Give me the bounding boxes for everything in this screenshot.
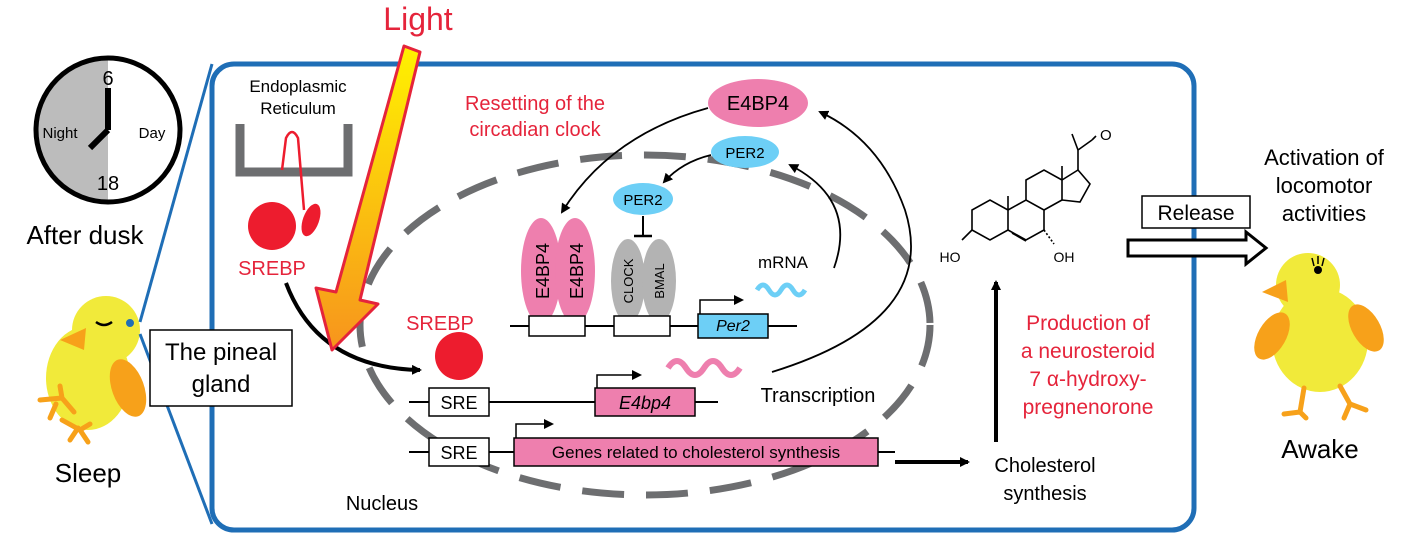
clock-protein [611,239,645,323]
clock-minute-hand [87,127,111,151]
bmal-protein-label: BMAL [652,263,667,298]
per2-translation-arrow [788,164,842,269]
sre-box-2 [428,437,490,467]
cholesterol-line1: Cholesterol [994,455,1095,477]
nuclear-srebp-protein [435,332,483,380]
activation-line1: Activation of [1264,145,1385,170]
right-chick-caption: Awake [1281,434,1359,464]
pineal-label-box [149,329,293,407]
per2-tss-arrow [699,295,744,314]
er-srebp-fragment [301,203,321,237]
per2-gene-box [697,313,769,339]
night-shade [36,58,108,202]
clock-caption: After dusk [26,220,144,250]
per2-top-protein [711,136,779,168]
resetting-line2: circadian clock [469,119,601,141]
clock-protein-label: CLOCK [621,258,636,303]
er-label-line2: Reticulum [260,99,336,118]
steroid-structure-icon [961,133,1097,245]
release-arrow [1126,228,1269,268]
e4bp4-dimer-b [555,218,595,324]
e4bp4-feedback-arrow [560,107,709,214]
awake-chick-icon [1254,253,1384,421]
per2-mid-protein [613,183,673,215]
light-label: Light [383,1,453,37]
per2-mrna-wave [754,282,808,298]
e4bp4-dimer-b-label: E4BP4 [567,243,587,299]
er-srebp-label: SREBP [238,258,306,280]
sleeping-chick-icon [37,296,147,445]
mrna-label: mRNA [758,253,809,272]
e4bp4-gene-label: E4bp4 [619,393,671,413]
steroid-oxygen: O [1100,127,1112,144]
per2-top-label: PER2 [725,145,764,162]
e4bp4-binding-site [528,315,586,337]
er-label-line1: Endoplasmic [249,77,347,96]
light-arrow-icon [314,44,422,352]
er-membrane [235,124,353,177]
nucleus-label: Nucleus [346,493,418,515]
e4bp4-top-protein [708,79,808,127]
clock: 6 18 Night Day [33,55,183,205]
steroid-ho-label: HO [940,249,961,265]
zoom-line-top [138,63,214,323]
resetting-line1: Resetting of the [465,93,605,115]
e4bp4-top-label: E4BP4 [727,93,789,115]
cholesterol-genes-box [513,437,879,467]
er-srebp-tether [280,130,306,211]
activation-line2: locomotor [1276,173,1373,198]
e4bp4-tss-arrow [596,370,642,388]
sre-label-2: SRE [440,443,477,463]
per2-feedback-arrow [662,154,712,184]
bmal-protein [642,239,676,323]
nuclear-srebp-label: SREBP [406,313,474,335]
pineal-label-line2: gland [192,371,251,398]
pineal-label-line1: The pineal [165,339,277,366]
ebox-binding-site [613,315,671,337]
cholesterol-tss-arrow [515,419,554,438]
clock-label-night: Night [42,125,78,142]
e4bp4-translation-arrow [771,110,912,373]
clock-label-day: Day [139,125,166,142]
nucleus-outline [356,151,934,499]
er-srebp-protein [248,202,296,250]
sre-label-1: SRE [440,393,477,413]
clock-label-18: 18 [97,173,119,195]
clock-label-6: 6 [102,68,113,90]
production-line3: 7 α-hydroxy- [1029,368,1146,391]
release-label: Release [1157,202,1234,225]
cholesterol-line2: synthesis [1003,483,1086,505]
production-line4: pregnenorone [1023,396,1154,419]
release-box [1141,195,1251,229]
sre-box-1 [428,387,490,417]
per2-gene-label: Per2 [716,318,750,335]
production-line2: a neurosteroid [1021,340,1155,363]
activation-line3: activities [1282,201,1366,226]
e4bp4-mrna-wave [665,358,743,378]
e4bp4-gene-box [594,387,696,417]
e4bp4-dimer-a-label: E4BP4 [533,243,553,299]
left-chick-caption: Sleep [55,458,122,488]
pineal-cell-frame [209,61,1197,533]
production-line1: Production of [1026,312,1150,335]
per2-mid-label: PER2 [623,192,662,209]
cholesterol-genes-label: Genes related to cholesterol synthesis [552,443,840,462]
transcription-label: Transcription [761,385,876,407]
steroid-oh-label: OH [1054,249,1075,265]
e4bp4-dimer-a [521,218,561,324]
